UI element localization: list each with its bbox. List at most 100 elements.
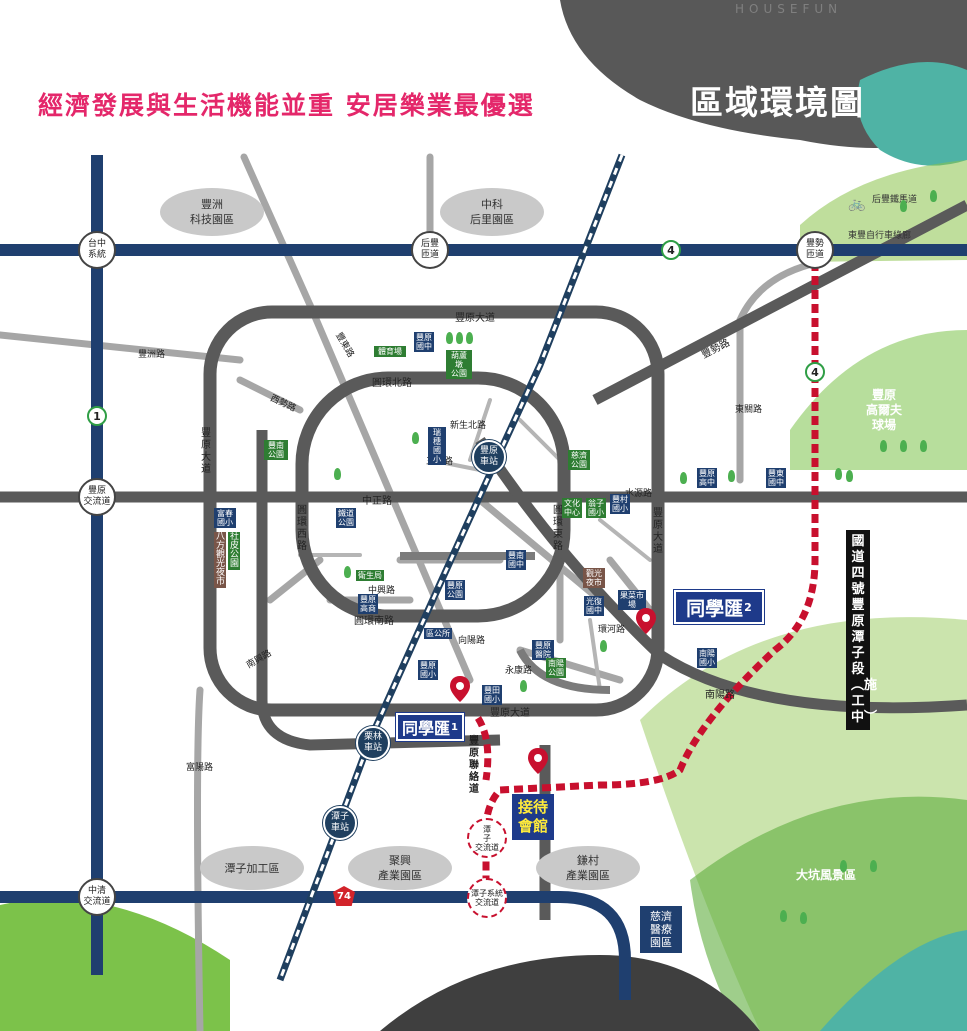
road-zhongxing: 中興路: [368, 586, 396, 596]
poi-fengnan-jh: 豐南 國中: [506, 550, 526, 570]
station-fengyuan: 豐原 車站: [472, 440, 506, 474]
bicycle-icon: 🚲: [848, 196, 866, 212]
interchange-tanzi: 潭 子 交流道: [467, 818, 507, 858]
road-fengyuan-blvd-s: 豐原大道: [490, 708, 530, 719]
map-pin-icon: [528, 748, 548, 774]
poi-guanghua: 光復 國中: [584, 596, 604, 616]
road-ring-north: 圓環北路: [372, 378, 412, 389]
tree-icon: [835, 468, 842, 480]
poi-fengcun: 豐村 國小: [610, 494, 630, 514]
bike-path-1: 后豐鐵馬道: [872, 195, 918, 205]
poi-nanyang-jh: 南陽 國小: [697, 648, 717, 668]
tree-icon: [334, 468, 341, 480]
tree-icon: [456, 332, 463, 344]
teal-blob: [857, 62, 967, 166]
interchange-houfeng: 后豐 匝道: [411, 231, 449, 269]
poi-fengdong-hs: 豐東 國中: [766, 468, 786, 488]
tree-icon: [846, 470, 853, 482]
tree-icon: [780, 910, 787, 922]
south-dark-hill: [380, 955, 760, 1031]
road-fengyuan-blvd-w: 豐原大道: [201, 428, 211, 475]
road-ring-east: 圓環東路: [553, 505, 563, 552]
poi-culture: 文化 中心: [562, 498, 582, 518]
district-tanzi-ep: 潭子加工區: [200, 846, 304, 890]
poi-health: 衛生局: [356, 570, 384, 581]
poi-fengyuan-elem: 豐原 國小: [418, 660, 438, 680]
tree-icon: [600, 640, 607, 652]
road-ring-south: 圓環南路: [354, 616, 394, 627]
poi-gym: 體育場: [374, 346, 406, 357]
road-zhongzheng: 中正路: [362, 496, 392, 507]
route-label-text: 國道四號豐原潭子段: [851, 534, 865, 677]
reception-hall: 接待 會館: [512, 794, 555, 840]
road-xianglu: 向陽路: [458, 636, 486, 646]
tree-icon: [930, 190, 937, 202]
route-label-status: ︵施工中︶: [851, 678, 878, 725]
poi-market: 果菜市場: [618, 590, 646, 610]
golf-hill: [790, 330, 967, 470]
road-yongkang: 永康路: [505, 666, 533, 676]
road-xinsheng: 新生北路: [450, 421, 487, 431]
watermark: HOUSEFUN: [735, 2, 843, 16]
poi-fuchun: 富春 國小: [214, 508, 236, 528]
bike-path-2: 東豐自行車綠廊: [848, 231, 912, 241]
interchange-tanzi-sys: 潭子系統 交流道: [467, 878, 507, 918]
tree-icon: [840, 860, 847, 872]
poi-fengyuan-high: 豐原 高商: [358, 594, 378, 614]
tree-icon: [344, 566, 351, 578]
station-tanzi: 潭子 車站: [323, 806, 357, 840]
poi-district-office: 區公所: [424, 628, 452, 639]
poi-night-market: 觀光 夜市: [583, 568, 605, 588]
interchange-taichung: 台中 系統: [78, 231, 116, 269]
tree-icon: [728, 470, 735, 482]
route-label: 國道四號豐原潭子段 ︵施工中︶: [846, 530, 878, 730]
tree-icon: [870, 860, 877, 872]
golf-label: 豐原 高爾夫 球場: [866, 388, 903, 432]
road-fengyuan-link: 豐原聯絡道: [469, 736, 479, 795]
headline: 經濟發展與生活機能並重 安居樂業最優選: [38, 91, 535, 120]
poi-ruixian: 鐵道 公園: [336, 508, 356, 528]
tree-icon: [446, 332, 453, 344]
poi-fengyuan-hs: 豐原 高中: [697, 468, 717, 488]
top-hill: [800, 160, 967, 262]
tree-icon: [800, 912, 807, 924]
district-zhongke: 中科 后里園區: [440, 188, 544, 236]
tree-icon: [680, 472, 687, 484]
highway-1-shield: 1: [87, 406, 107, 426]
poi-fengzhi-park: 葫蘆墩 公園: [446, 350, 472, 379]
highway-74-shield: 74: [333, 886, 355, 906]
poi-fengcheng: 豐田 國小: [482, 685, 502, 705]
tree-icon: [466, 332, 473, 344]
road-ring-west: 圓環西路: [297, 505, 307, 552]
south-teal-hill: [820, 930, 967, 1031]
poi-cifeng-park: 慈濟 公園: [568, 450, 590, 470]
project-2-number: 2: [744, 600, 752, 614]
poi-weng: 翁子 國小: [586, 498, 606, 518]
southwest-hill: [0, 899, 230, 1031]
dakeng-label: 大坑風景區: [796, 868, 857, 882]
tree-icon: [900, 200, 907, 212]
tree-icon: [880, 440, 887, 452]
poi-hospital: 豐原 醫院: [532, 640, 554, 660]
highway-4-shield-east: 4: [805, 362, 825, 382]
road-shuiyuan: 水源路: [625, 489, 653, 499]
map-title: 區域環境圖: [690, 83, 865, 122]
project-2-name: 同學匯: [686, 597, 744, 620]
project-1-name: 同學匯: [402, 719, 451, 738]
interchange-fengyuan: 豐原 交流道: [78, 478, 116, 516]
poi-fengyuan-park: 豐原 公園: [445, 580, 465, 600]
district-liancun: 鎌村 產業園區: [536, 846, 640, 890]
road-fengyuan-blvd-n: 豐原大道: [455, 313, 495, 324]
road-fengzhou: 豐洲路: [138, 350, 166, 360]
railway: [276, 153, 626, 982]
road-fuyang: 富陽路: [186, 763, 214, 773]
highway-4-shield: 4: [661, 240, 681, 260]
road-fengyuan-river: 環河路: [598, 625, 626, 635]
tzuchi-label: 慈濟 醫療 園區: [640, 906, 682, 953]
road-fengyuan-blvd-e: 豐原大道: [653, 508, 663, 555]
district-juxing: 聚興 產業園區: [348, 846, 452, 890]
interchange-zhongqing: 中清 交流道: [78, 878, 116, 916]
